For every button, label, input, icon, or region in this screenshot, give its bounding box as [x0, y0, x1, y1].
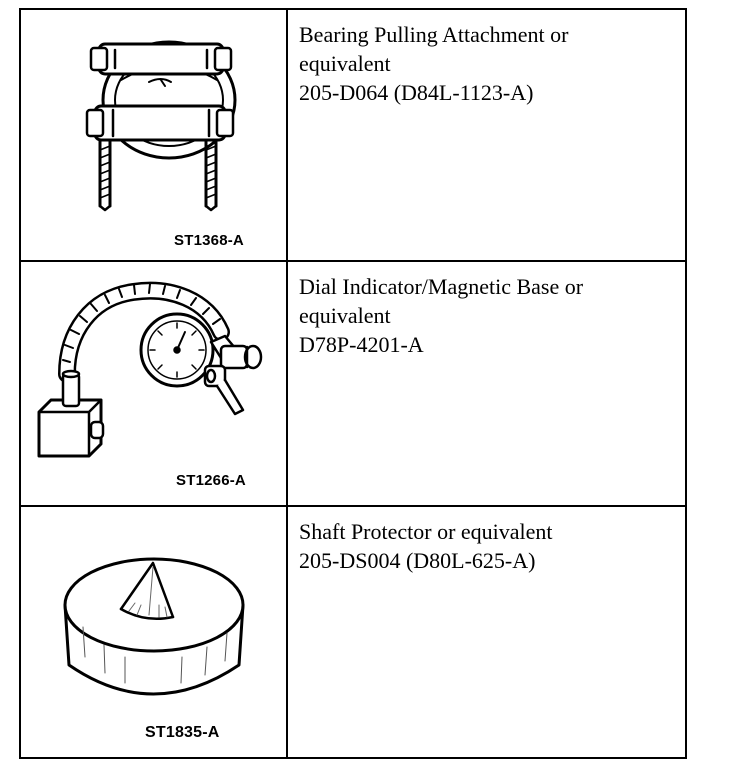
tool-row-shaft-protector: ST1835-A Shaft Protector or equivalent 2… [21, 507, 685, 757]
illustration-code: ST1266-A [176, 472, 246, 489]
bearing-puller-icon [85, 40, 237, 212]
illustration-code: ST1368-A [174, 232, 244, 249]
tool-part-number: D78P-4201-A [299, 332, 424, 357]
special-tools-table: ST1368-A Bearing Pulling Attachment or e… [19, 8, 687, 759]
tool-name: Shaft Protector or equivalent [299, 519, 553, 544]
tool-name: Dial Indicator/Magnetic Base or [299, 274, 584, 299]
tool-description: Dial Indicator/Magnetic Base or equivale… [299, 272, 679, 359]
tool-name-cont: equivalent [299, 51, 391, 76]
dial-indicator-icon [37, 281, 263, 458]
tool-description: Bearing Pulling Attachment or equivalent… [299, 20, 679, 107]
tool-illustration-cell: ST1835-A [21, 507, 288, 757]
tool-illustration-cell: ST1266-A [21, 262, 288, 505]
tool-name: Bearing Pulling Attachment or [299, 22, 569, 47]
shaft-protector-icon [63, 557, 245, 696]
tool-part-number: 205-DS004 (D80L-625-A) [299, 548, 536, 573]
tool-illustration-cell: ST1368-A [21, 10, 288, 260]
tool-name-cont: equivalent [299, 303, 391, 328]
tool-row-dial-indicator: ST1266-A Dial Indicator/Magnetic Base or… [21, 262, 685, 507]
illustration-code: ST1835-A [145, 724, 220, 741]
tool-row-bearing-puller: ST1368-A Bearing Pulling Attachment or e… [21, 10, 685, 262]
tool-description: Shaft Protector or equivalent 205-DS004 … [299, 517, 679, 575]
tool-part-number: 205-D064 (D84L-1123-A) [299, 80, 534, 105]
